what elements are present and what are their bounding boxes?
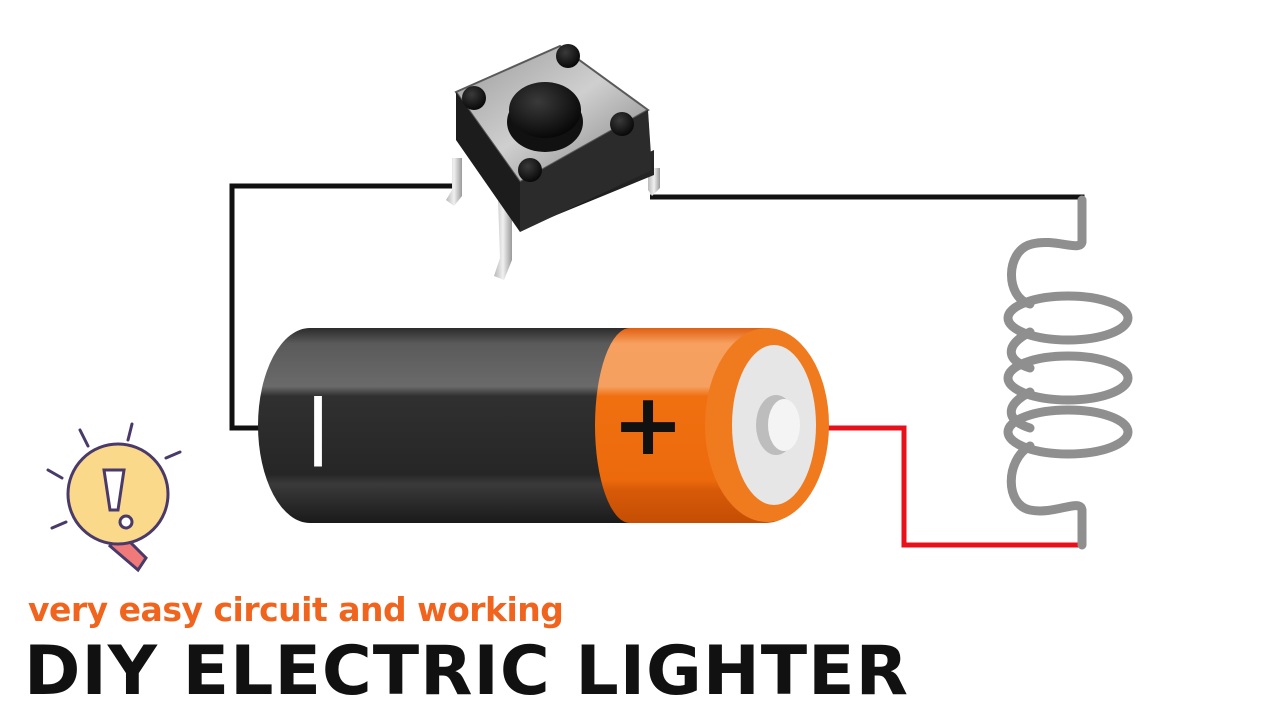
minus-symbol: | [305,385,331,467]
battery-body [258,328,640,523]
battery-icon: | + [258,328,829,523]
heating-coil-icon [1003,195,1133,550]
plus-symbol: + [612,375,684,475]
subtitle: very easy circuit and working [28,590,564,629]
lightbulb-exclamation-icon [46,422,182,573]
switch-knob [509,82,581,138]
push-button-switch-icon [446,44,660,280]
black-wire-left [229,183,460,431]
page-title: DIY ELECTRIC LIGHTER [24,632,909,711]
battery-terminal-nub [768,399,800,451]
red-wire [800,425,1082,548]
black-wire-right [650,194,1085,210]
